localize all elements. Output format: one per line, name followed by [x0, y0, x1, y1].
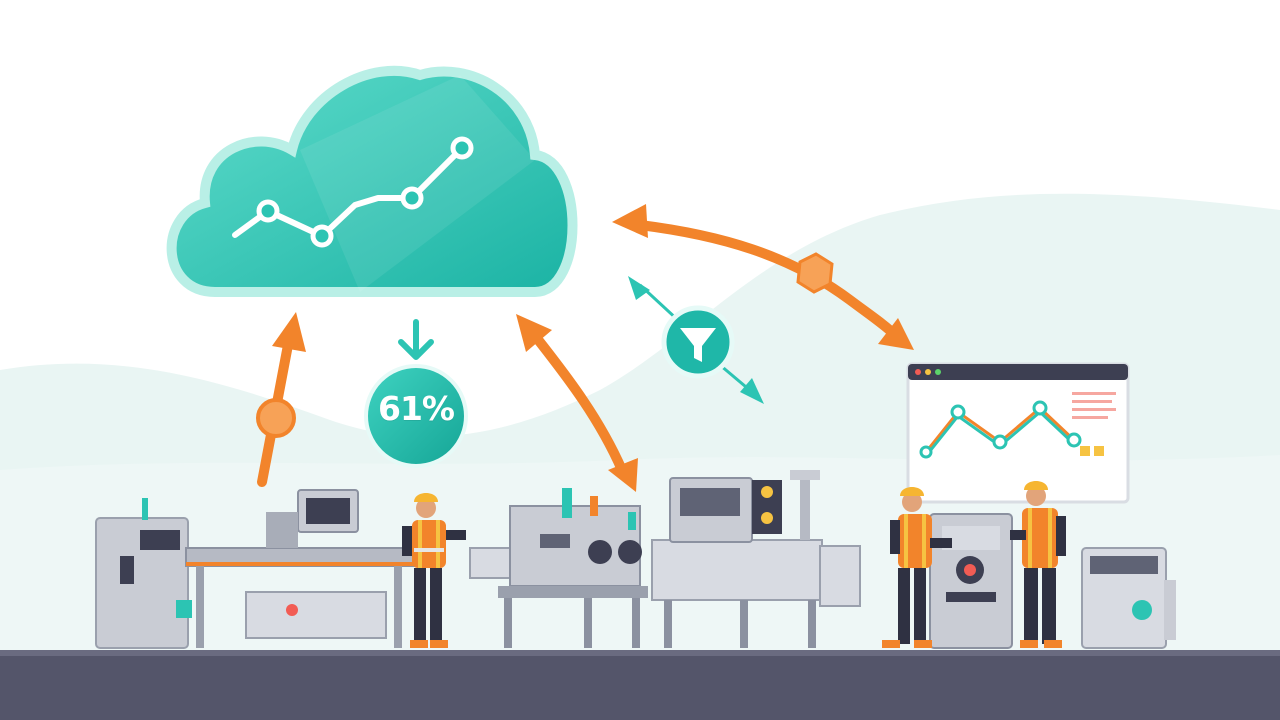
machinery-left: [95, 489, 417, 649]
machinery-control-panel: [929, 513, 1176, 649]
down-arrow-icon: [398, 319, 434, 360]
filter-funnel-icon: [628, 276, 764, 404]
percent-value: 61%: [378, 388, 455, 428]
dashboard-monitor-icon: [906, 362, 1130, 504]
worker-right-1: [882, 487, 952, 648]
cloud-analytics-icon: [166, 65, 578, 297]
machinery-right: [651, 470, 861, 648]
percent-badge: [364, 364, 468, 468]
sync-arrow-middle: [527, 327, 627, 475]
floor: [0, 652, 1280, 720]
worker-left: [402, 493, 466, 648]
worker-right-2: [1010, 481, 1066, 648]
machinery-center: [469, 488, 648, 648]
